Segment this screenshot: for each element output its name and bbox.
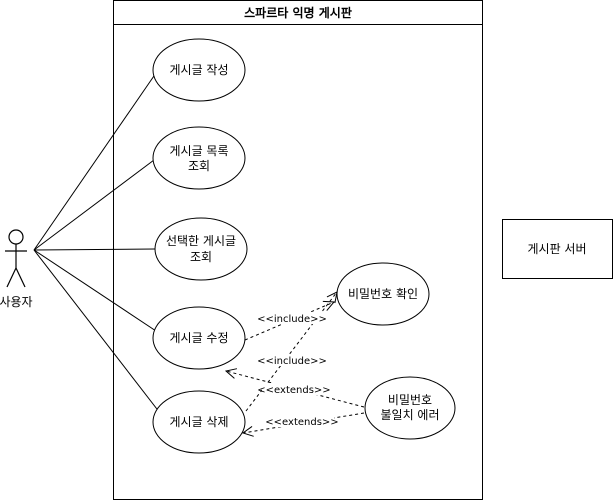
association-view [33,248,156,251]
use-case-view-label-line1: 선택한 게시글 [166,234,236,248]
use-case-delete[interactable] [152,390,246,454]
include-delete-to-verify [245,292,337,412]
system-title: 스파르타 익명 게시판 [244,5,352,20]
use-case-mismatch-label-line1: 비밀번호 [388,393,432,407]
use-case-view-label-line2: 조회 [190,250,212,264]
association-delete [33,249,161,414]
label-bg [262,383,326,395]
use-case-view[interactable] [154,217,248,281]
use-case-write[interactable] [152,38,246,102]
use-case-list-label-line1: 게시글 목록 [169,144,228,158]
association-lines [33,72,161,414]
use-case-mismatch-label-line2: 불일치 에러 [380,408,439,422]
use-case-edit[interactable] [152,306,246,370]
use-case-list[interactable] [152,126,246,190]
include-label-delete: <<include>> [257,356,327,367]
use-case-verify-label: 비밀번호 확인 [348,287,418,301]
label-bg [262,312,322,324]
external-system-box[interactable] [502,219,613,279]
external-system-label: 게시판 서버 [527,242,586,256]
association-list [33,159,155,251]
association-edit [33,249,157,332]
actor-label: 사용자 [0,295,33,309]
extends-label-delete: <<extends>> [265,417,338,428]
use-case-mismatch[interactable] [364,376,456,440]
include-label-edit: <<include>> [257,314,327,325]
actor-icon [5,229,27,288]
extends-label-edit: <<extends>> [257,385,330,396]
label-bg [262,354,322,366]
use-case-list-label-line2: 조회 [188,159,210,173]
use-case-delete-label: 게시글 삭제 [169,415,228,429]
label-bg [270,415,334,427]
use-case-edit-label: 게시글 수정 [169,331,228,345]
association-write [33,72,157,251]
use-case-write-label: 게시글 작성 [169,63,228,77]
